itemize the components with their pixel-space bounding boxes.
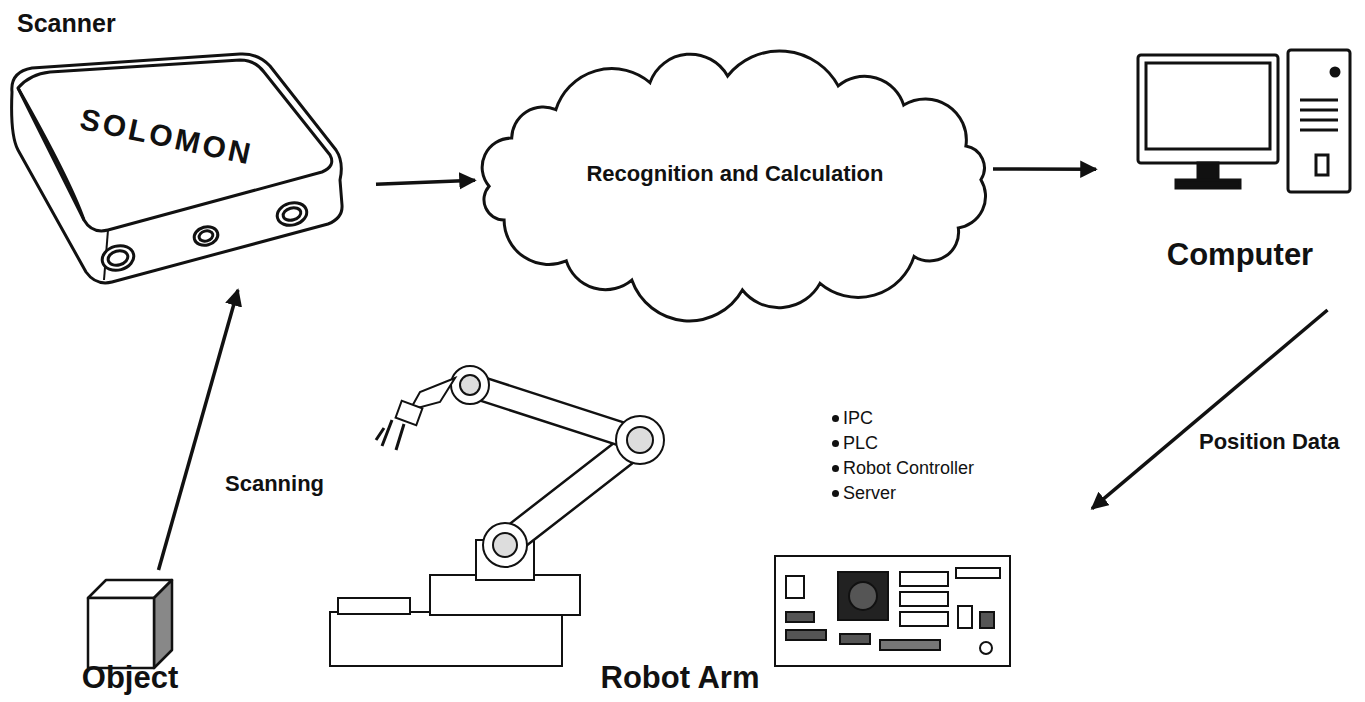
bullet-dot — [832, 465, 839, 472]
component-name: Object — [82, 660, 178, 696]
component-name: Scanner — [17, 9, 116, 38]
cloud-outline — [482, 51, 985, 321]
flow-arrow — [376, 180, 475, 184]
component-node: Robot Arm — [330, 370, 1030, 700]
robot-arm-illustration — [330, 366, 664, 666]
component-name: Computer — [1167, 237, 1313, 273]
component-name: Robot Arm — [601, 660, 760, 696]
flow-arrow — [159, 290, 238, 570]
cloud-label: Recognition and Calculation — [586, 161, 883, 187]
bullet-dot — [832, 415, 839, 422]
bullet-item: Robot Controller — [843, 458, 974, 479]
component-node: Computer — [1110, 45, 1360, 275]
bullet-dot — [832, 490, 839, 497]
arrow-label: Position Data — [1196, 428, 1343, 456]
cloud-node: Recognition and Calculation — [455, 42, 1015, 324]
scanner-illustration — [12, 54, 342, 283]
component-node: Object — [55, 570, 205, 700]
flow-arrow — [1092, 310, 1328, 509]
bullet-item: PLC — [843, 433, 878, 454]
arrow-label: Scanning — [222, 470, 327, 498]
bullet-item: Server — [843, 483, 896, 504]
bullet-item: IPC — [843, 408, 873, 429]
bullet-dot — [832, 440, 839, 447]
computer-illustration — [1138, 50, 1350, 192]
cube-illustration — [88, 580, 172, 668]
controller-illustration — [775, 556, 1010, 666]
flow-arrow — [993, 167, 1096, 171]
